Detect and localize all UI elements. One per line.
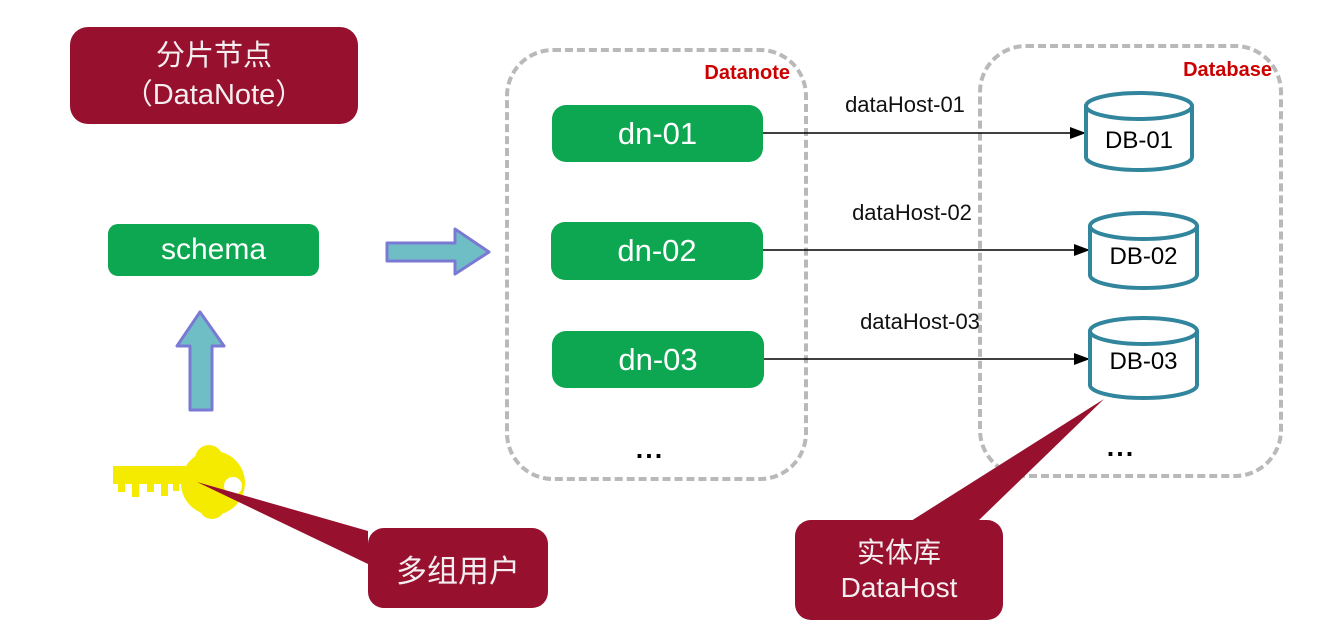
node-dn-02: dn-02 bbox=[551, 222, 763, 280]
datahost-callout-line1: 实体库 bbox=[856, 537, 941, 568]
database-group-label: Database bbox=[1183, 59, 1272, 81]
users-callout: 多组用户 bbox=[368, 528, 548, 608]
node-dn-03-label: dn-03 bbox=[618, 341, 698, 377]
node-dn-01: dn-01 bbox=[552, 105, 763, 162]
users-callout-label: 多组用户 bbox=[396, 553, 520, 589]
database-ellipsis: ... bbox=[1106, 432, 1136, 462]
datahost-callout-line2: DataHost bbox=[840, 572, 958, 603]
database-group-box bbox=[978, 44, 1283, 478]
node-dn-03: dn-03 bbox=[552, 331, 764, 388]
connector-label-3: dataHost-03 bbox=[860, 309, 980, 334]
datanote-group-box bbox=[505, 48, 808, 481]
schema-label: schema bbox=[160, 233, 267, 266]
node-dn-01-label: dn-01 bbox=[617, 115, 698, 151]
key-icon bbox=[113, 445, 245, 519]
datanote-group-label: Datanote bbox=[704, 62, 790, 84]
connector-label-2: dataHost-02 bbox=[852, 200, 972, 225]
datanote-title-line1: 分片节点 bbox=[155, 40, 272, 73]
db-03-label: DB-03 bbox=[1109, 348, 1178, 375]
schema-box: schema bbox=[108, 224, 319, 276]
datahost-callout: 实体库 DataHost bbox=[795, 520, 1003, 620]
right-block-arrow-icon bbox=[385, 227, 491, 276]
connector-label-1: dataHost-01 bbox=[845, 92, 965, 117]
up-block-arrow-icon bbox=[175, 310, 226, 412]
datanote-ellipsis: ... bbox=[635, 434, 665, 464]
datanote-title-line2: （DataNote） bbox=[123, 78, 305, 111]
db-01-label: DB-01 bbox=[1104, 127, 1174, 154]
datanote-title-box: 分片节点 （DataNote） bbox=[70, 27, 358, 124]
node-dn-02-label: dn-02 bbox=[617, 233, 697, 268]
db-02-label: DB-02 bbox=[1109, 243, 1178, 270]
users-callout-pointer bbox=[197, 482, 368, 564]
